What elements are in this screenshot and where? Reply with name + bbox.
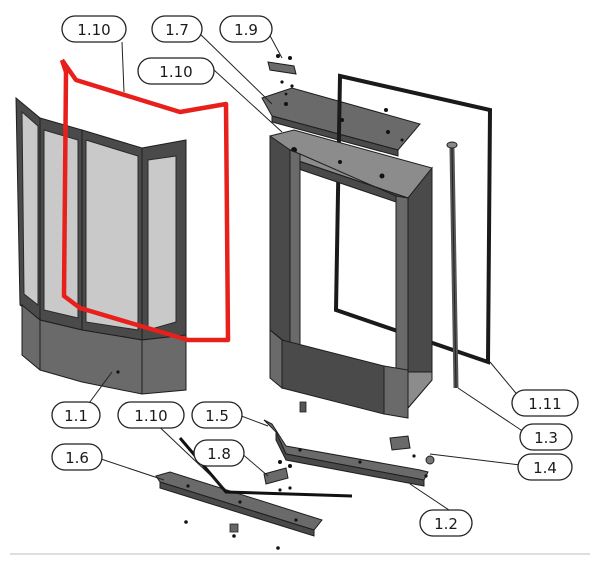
leader-lines: [83, 29, 531, 513]
callout-label: 1.7: [165, 21, 189, 39]
callout-1-7: 1.7: [151, 15, 203, 43]
callout-label: 1.3: [534, 429, 558, 447]
callout-1-9: 1.9: [219, 15, 273, 43]
front-panel-right-glass: [147, 155, 177, 331]
callout-label: 1.9: [234, 21, 258, 39]
callout-label: 1.11: [528, 395, 561, 413]
callout-label: 1.6: [65, 449, 89, 467]
hinge-bracket: [389, 435, 435, 478]
small-bracket-lower: [263, 460, 292, 492]
gasket-highlight-outline: [59, 58, 231, 343]
callout-label: 1.5: [205, 407, 229, 425]
front-panel-left-face-glass: [43, 129, 79, 319]
callout-1-10-mid: 1.10: [137, 57, 215, 85]
callout-1-2: 1.2: [419, 509, 473, 537]
callout-1-1: 1.1: [51, 401, 101, 429]
front-panel-assembly: [15, 96, 187, 395]
main-housing-frame: [269, 129, 433, 419]
rear-gasket-frame: [333, 73, 493, 365]
callout-label: 1.10: [159, 63, 192, 81]
lower-rail: [263, 419, 429, 487]
vertical-rod: [446, 141, 459, 389]
callout-1-8: 1.8: [193, 439, 245, 467]
callout-1-10-low: 1.10: [117, 401, 185, 429]
callout-1-5: 1.5: [191, 401, 243, 429]
callout-1-4: 1.4: [517, 453, 573, 481]
callout-1-6: 1.6: [51, 443, 103, 471]
callout-label: 1.1: [64, 407, 88, 425]
front-panel-center-glass: [85, 139, 139, 331]
callout-label: 1.10: [77, 21, 110, 39]
callout-1-11: 1.11: [511, 389, 579, 417]
bottom-plate: [155, 471, 323, 550]
callout-label: 1.4: [533, 459, 557, 477]
front-panel-left-glass: [21, 110, 39, 307]
small-bracket-top: [267, 54, 297, 96]
callout-label: 1.10: [134, 407, 167, 425]
front-panel-base: [21, 303, 187, 395]
callout-1-10-top: 1.10: [61, 15, 127, 43]
callout-label: 1.8: [207, 445, 231, 463]
callout-1-3: 1.3: [519, 423, 573, 451]
callout-label: 1.2: [434, 515, 458, 533]
